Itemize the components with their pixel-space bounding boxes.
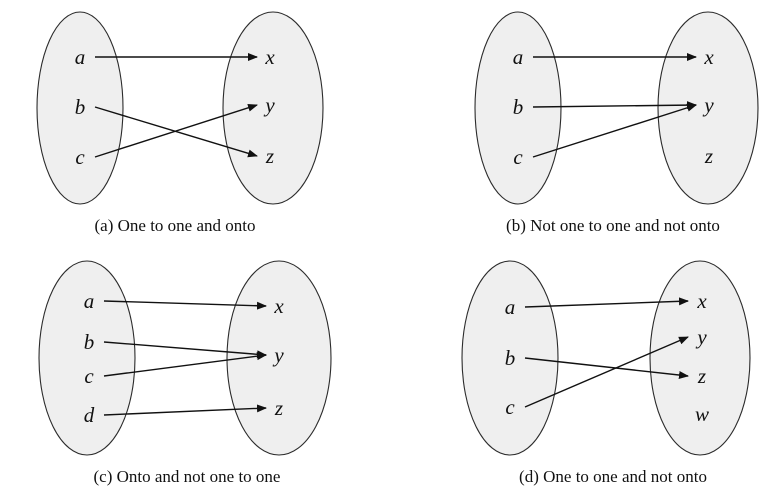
caption: (a) One to one and onto <box>95 216 256 235</box>
codomain-element-y: y <box>702 93 714 117</box>
codomain-element-x: x <box>273 294 284 318</box>
domain-element-a: a <box>84 289 95 313</box>
domain-element-a: a <box>505 295 516 319</box>
domain-element-b: b <box>84 330 95 354</box>
domain-element-a: a <box>513 45 524 69</box>
codomain-element-z: z <box>274 396 283 420</box>
domain-element-b: b <box>513 95 524 119</box>
codomain-element-x: x <box>696 289 707 313</box>
arrow-c-to-y <box>94 103 258 158</box>
domain-element-c: c <box>513 145 523 169</box>
domain-element-c: c <box>84 364 94 388</box>
domain-set <box>461 260 559 456</box>
arrow-b-to-y <box>103 341 267 359</box>
arrow-b-to-z <box>524 357 689 379</box>
codomain-element-x: x <box>264 45 275 69</box>
domain-element-b: b <box>75 95 86 119</box>
arrow-c-to-y <box>103 352 267 377</box>
caption: (c) Onto and not one to one <box>94 467 281 486</box>
arrow-a-to-x <box>524 297 689 308</box>
arrow-b-to-y <box>532 101 697 110</box>
domain-element-c: c <box>505 395 515 419</box>
arrow-d-to-z <box>103 404 267 416</box>
panel-b: a b c xy z (b) Not one to one and not onto <box>474 11 759 235</box>
domain-element-d: d <box>84 403 95 427</box>
codomain-element-y: y <box>695 325 707 349</box>
caption: (b) Not one to one and not onto <box>506 216 720 235</box>
panel-a: a b c xy z (a) One to one and onto <box>36 11 324 235</box>
domain-set <box>38 260 136 456</box>
codomain-element-z: z <box>697 364 706 388</box>
codomain-element-z: z <box>265 144 274 168</box>
codomain-set <box>649 260 751 456</box>
codomain-set <box>657 11 759 205</box>
codomain-element-y: y <box>272 343 284 367</box>
domain-element-a: a <box>75 45 86 69</box>
arrow-c-to-y <box>532 103 697 158</box>
domain-set <box>36 11 124 205</box>
caption: (d) One to one and not onto <box>519 467 707 486</box>
arrow-c-to-y <box>524 336 689 408</box>
codomain-element-x: x <box>703 45 714 69</box>
codomain-element-z: z <box>704 144 713 168</box>
codomain-element-w: w <box>695 402 709 426</box>
codomain-element-y: y <box>263 93 275 117</box>
codomain-set <box>226 260 332 456</box>
domain-element-b: b <box>505 346 516 370</box>
arrow-a-to-x <box>103 300 267 310</box>
domain-element-c: c <box>75 145 85 169</box>
domain-set <box>474 11 562 205</box>
